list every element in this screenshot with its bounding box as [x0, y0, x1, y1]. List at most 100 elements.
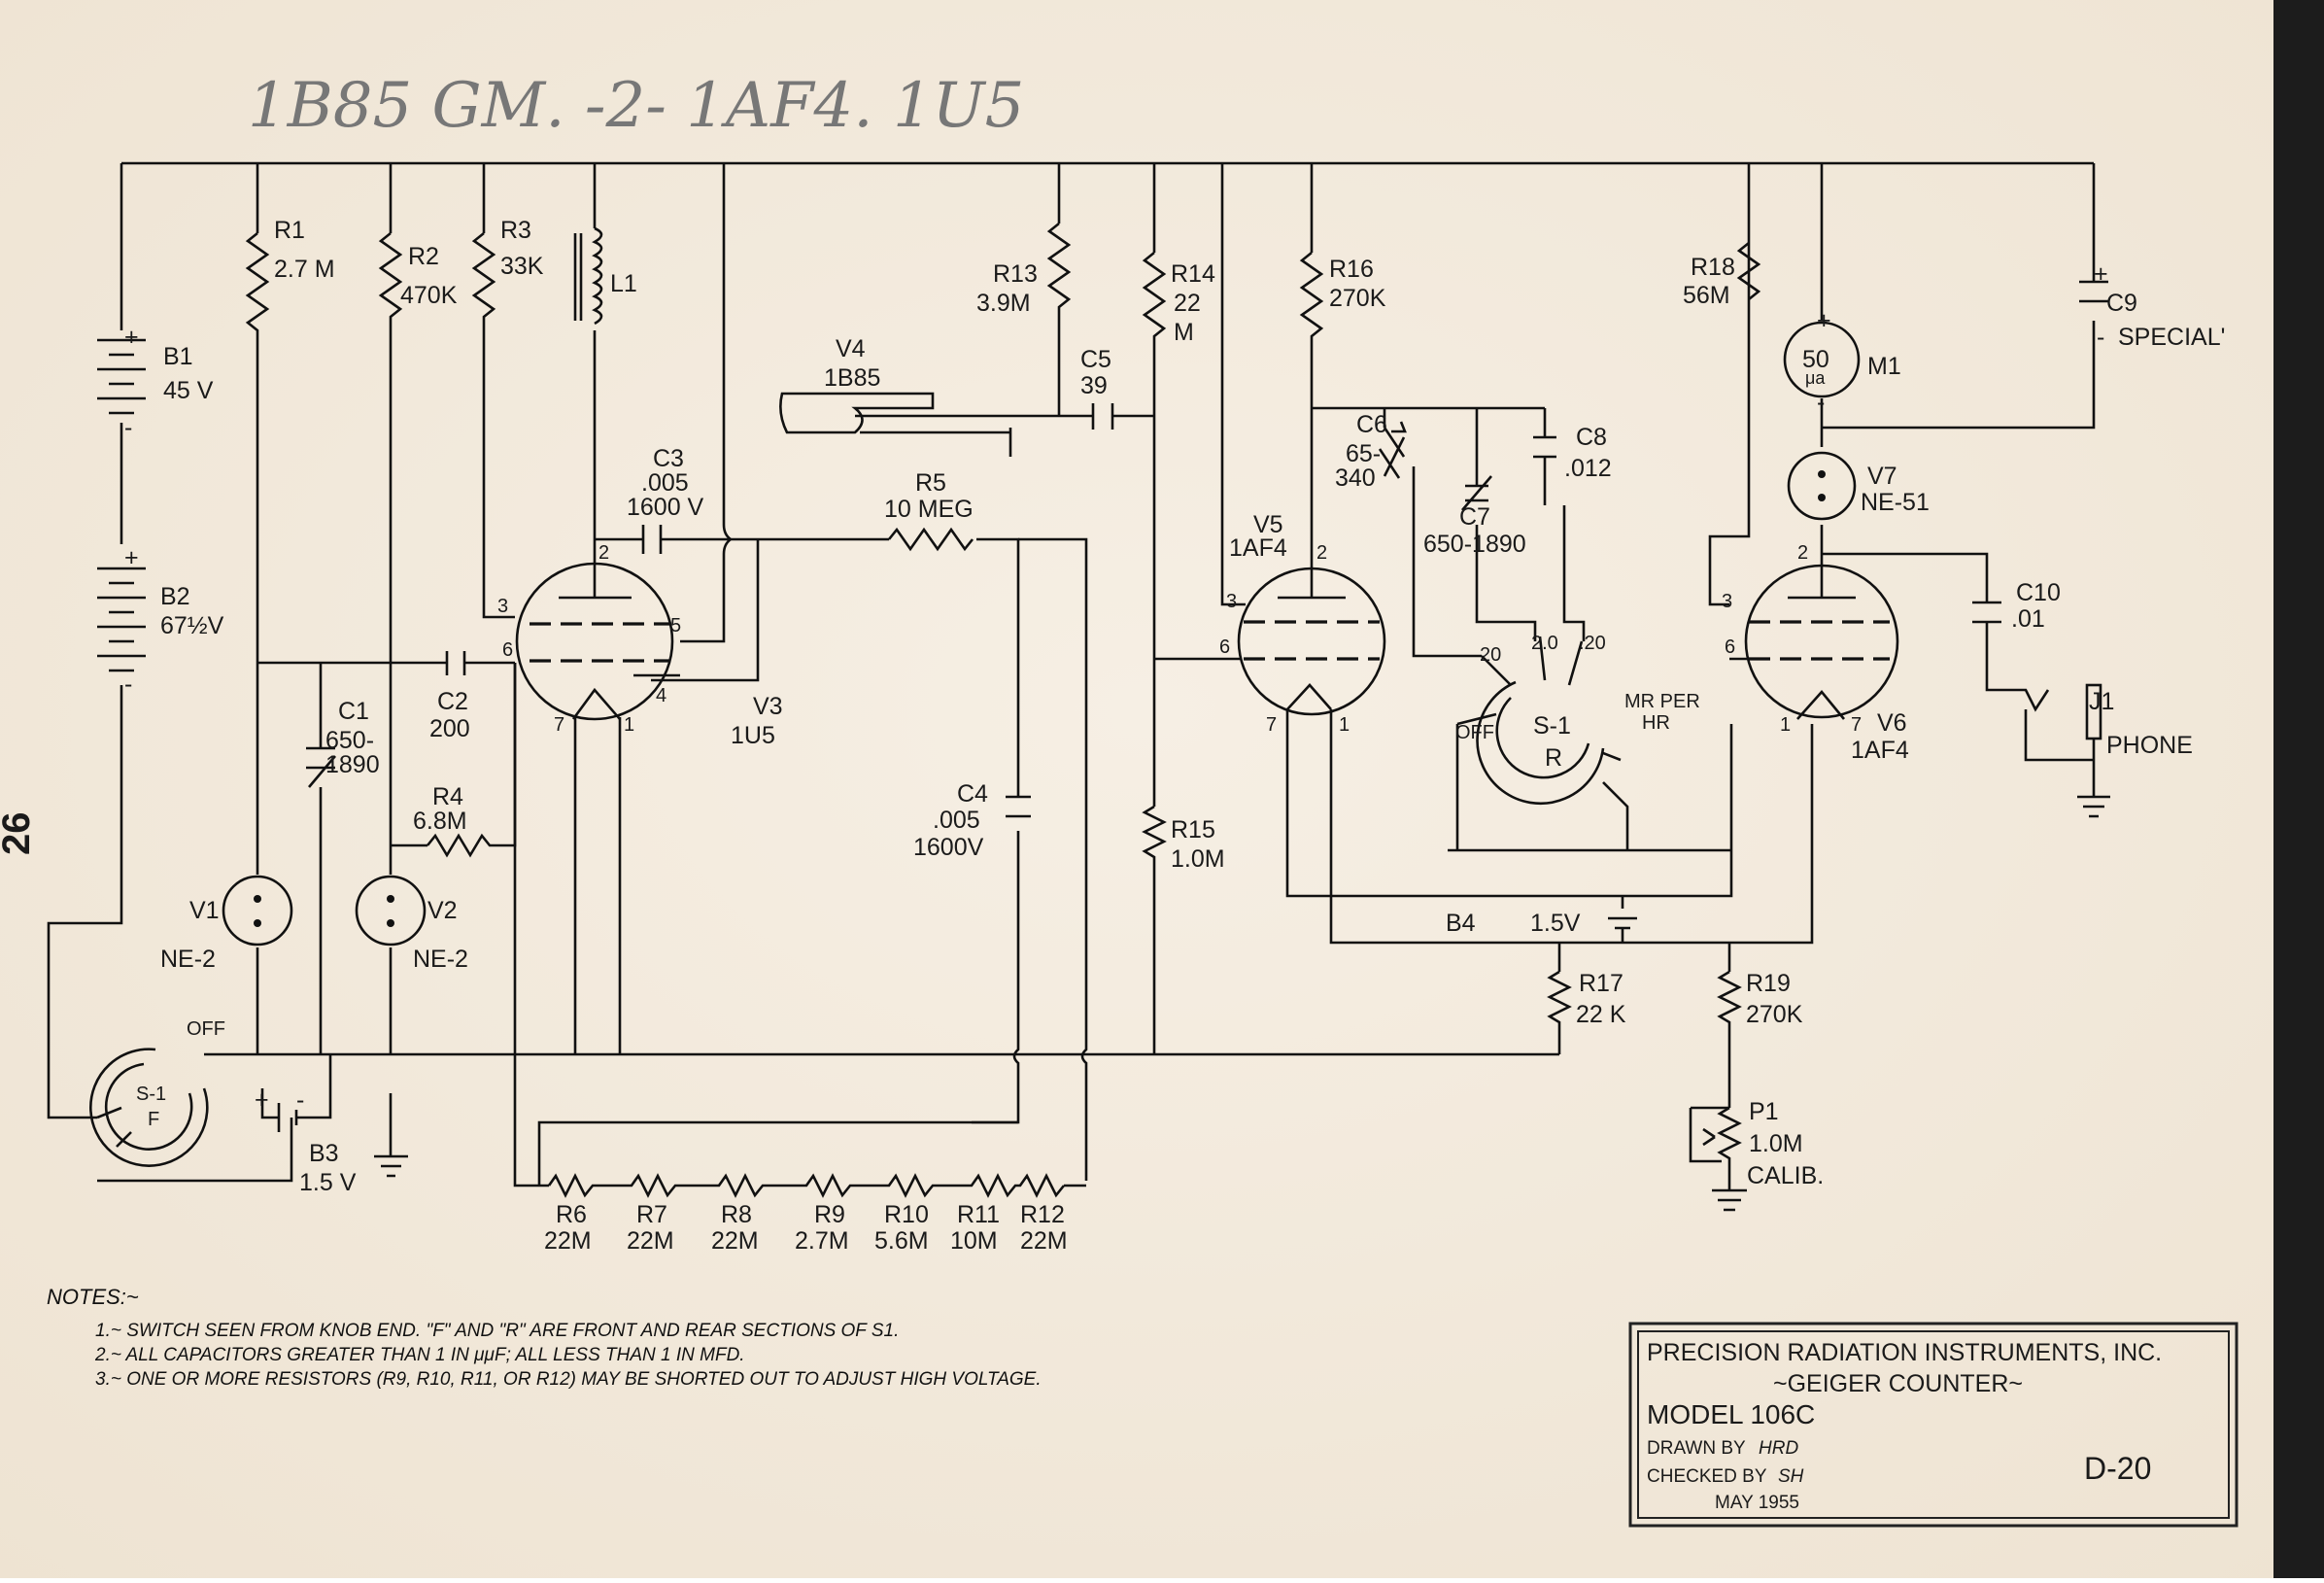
resistor-r18	[1736, 241, 1761, 301]
chain-labels: R6 22M R7 22M R8 22M R9 2.7M R10 5.6M R1…	[544, 1201, 1068, 1255]
notes: NOTES:~ 1.~ SWITCH SEEN FROM KNOB END. "…	[47, 1285, 1042, 1390]
capacitor-c3	[641, 525, 663, 554]
svg-text:V3: V3	[753, 693, 783, 720]
svg-text:1.5 V: 1.5 V	[299, 1169, 357, 1196]
neon-v2	[355, 875, 427, 946]
svg-text:7: 7	[1851, 714, 1862, 736]
resistor-r16	[1299, 251, 1324, 350]
resistor-chain	[547, 1173, 1066, 1198]
switch-rear	[1455, 636, 1629, 850]
svg-text:3.9M: 3.9M	[976, 290, 1031, 317]
svg-text:B1: B1	[163, 343, 193, 370]
svg-text:.20: .20	[1579, 633, 1606, 654]
svg-text:D-20: D-20	[2084, 1451, 2151, 1486]
svg-text:1.0M: 1.0M	[1171, 845, 1225, 873]
svg-text:HRD: HRD	[1759, 1438, 1798, 1459]
svg-text:R: R	[1545, 744, 1562, 772]
resistors	[245, 222, 1761, 1198]
svg-text:MODEL 106C: MODEL 106C	[1647, 1399, 1815, 1429]
svg-text:10M: 10M	[950, 1227, 998, 1255]
svg-text:1AF4: 1AF4	[1851, 737, 1909, 764]
svg-text:R17: R17	[1579, 970, 1623, 997]
svg-text:R3: R3	[500, 217, 531, 244]
svg-text:OFF: OFF	[1455, 722, 1494, 743]
svg-text:22 K: 22 K	[1576, 1001, 1626, 1028]
svg-text:39: 39	[1080, 372, 1108, 399]
capacitor-c4	[1006, 795, 1031, 818]
svg-text:-: -	[124, 671, 132, 698]
svg-text:R6: R6	[556, 1201, 587, 1228]
ground-symbols	[374, 795, 2110, 1212]
capacitor-c5	[1091, 403, 1114, 430]
tube-v4	[779, 392, 935, 434]
svg-text:R9: R9	[814, 1201, 845, 1228]
svg-text:22: 22	[1174, 290, 1201, 317]
svg-text:C7: C7	[1459, 503, 1490, 531]
svg-text:C1: C1	[338, 698, 369, 725]
svg-text:2.~ ALL CAPACITORS GREATER THA: 2.~ ALL CAPACITORS GREATER THAN 1 IN μμF…	[94, 1345, 745, 1365]
svg-text:270K: 270K	[1329, 285, 1386, 312]
resistor-r17	[1547, 970, 1572, 1030]
resistor-r3	[471, 231, 496, 330]
svg-text:+: +	[1817, 307, 1831, 334]
svg-text:1.0M: 1.0M	[1749, 1130, 1803, 1157]
svg-text:270K: 270K	[1746, 1001, 1803, 1028]
svg-text:B4: B4	[1446, 910, 1476, 937]
svg-text:-: -	[296, 1086, 304, 1114]
svg-text:R4: R4	[432, 783, 463, 810]
svg-text:20: 20	[1480, 644, 1501, 666]
svg-text:R18: R18	[1691, 254, 1735, 281]
svg-text:.005: .005	[933, 807, 980, 834]
battery-b1	[97, 338, 146, 415]
capacitor-c1	[306, 746, 336, 788]
svg-text:-: -	[1817, 389, 1825, 416]
svg-text:R12: R12	[1020, 1201, 1065, 1228]
svg-text:2: 2	[598, 542, 609, 564]
resistor-r19	[1717, 970, 1742, 1030]
svg-text:6.8M: 6.8M	[413, 808, 467, 835]
svg-text:1.5V: 1.5V	[1530, 910, 1581, 937]
svg-text:CALIB.: CALIB.	[1747, 1162, 1824, 1189]
capacitor-c6	[1378, 421, 1407, 479]
svg-text:.005: .005	[641, 469, 689, 497]
svg-text:1890: 1890	[325, 751, 380, 778]
capacitor-c9	[2079, 280, 2108, 303]
svg-text:7: 7	[554, 714, 564, 736]
svg-text:22M: 22M	[1020, 1227, 1068, 1255]
svg-text:45 V: 45 V	[163, 377, 214, 404]
resistor-r5	[887, 527, 974, 552]
svg-text:2: 2	[1797, 542, 1808, 564]
svg-text:R1: R1	[274, 217, 305, 244]
svg-text:R10: R10	[884, 1201, 929, 1228]
neon-v1	[222, 875, 293, 946]
svg-text:R5: R5	[915, 469, 946, 497]
svg-text:1.~ SWITCH SEEN FROM KNOB END.: 1.~ SWITCH SEEN FROM KNOB END. "F" AND "…	[95, 1321, 899, 1341]
svg-text:P1: P1	[1749, 1098, 1779, 1125]
svg-text:2: 2	[1316, 542, 1327, 564]
svg-text:33K: 33K	[500, 253, 544, 280]
handwritten-note: 1B85 GM. -2- 1AF4. 1U5	[248, 70, 1024, 142]
phone-jack-j1	[2085, 683, 2102, 740]
svg-text:NE-2: NE-2	[160, 946, 216, 973]
svg-text:MAY 1955: MAY 1955	[1715, 1493, 1799, 1513]
svg-text:μa: μa	[1805, 368, 1826, 388]
resistor-r2	[378, 231, 403, 330]
svg-text:R11: R11	[957, 1201, 1000, 1228]
svg-text:65-: 65-	[1346, 440, 1381, 467]
svg-text:1U5: 1U5	[731, 722, 775, 749]
svg-text:-: -	[2097, 324, 2104, 351]
meter-m1	[1783, 321, 1861, 398]
svg-text:S-1: S-1	[1533, 712, 1571, 740]
svg-text:OFF: OFF	[187, 1018, 225, 1040]
svg-text:3: 3	[1722, 591, 1732, 612]
svg-text:470K: 470K	[400, 282, 458, 309]
svg-text:L1: L1	[610, 270, 637, 297]
svg-text:C3: C3	[653, 445, 684, 472]
svg-text:2.7 M: 2.7 M	[274, 256, 335, 283]
svg-text:650-1890: 650-1890	[1423, 531, 1526, 558]
svg-text:F: F	[148, 1109, 159, 1130]
svg-text:6: 6	[1219, 637, 1230, 658]
svg-text:C8: C8	[1576, 424, 1607, 451]
svg-text:2.7M: 2.7M	[795, 1227, 849, 1255]
